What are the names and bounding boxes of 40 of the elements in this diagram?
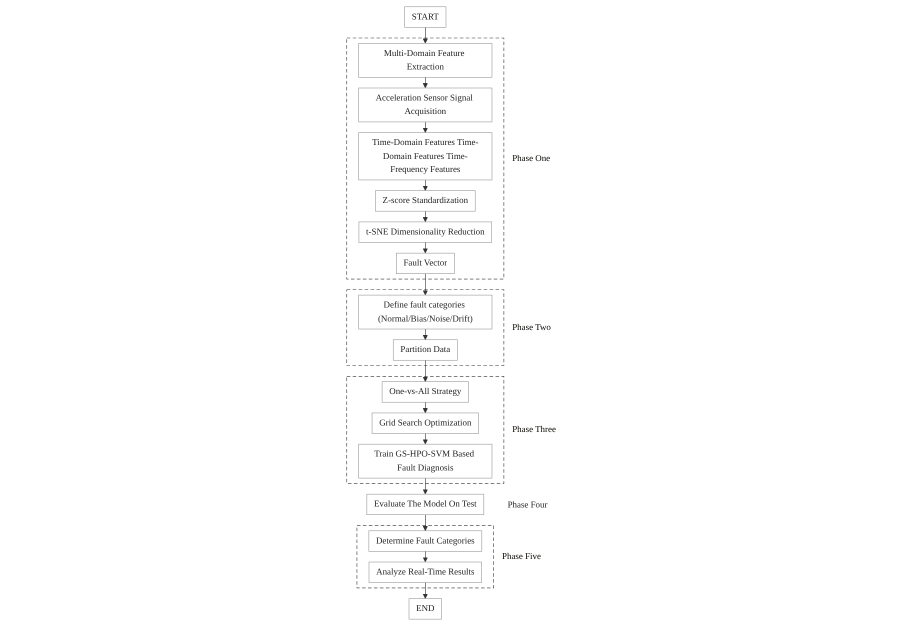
node-box: Define fault categories (Normal/Bias/Noise/Drift) bbox=[358, 294, 492, 330]
cluster bbox=[346, 376, 504, 484]
node-box: Partition Data bbox=[393, 339, 458, 361]
node-box: Acceleration Sensor Signal Acquisition bbox=[358, 88, 492, 122]
node-box: Grid Search Optimization bbox=[372, 412, 480, 434]
arrow bbox=[422, 122, 428, 133]
node-box: t-SNE Dimensionality Reduction bbox=[358, 222, 492, 243]
node-label: Phase Three bbox=[512, 425, 556, 435]
arrow bbox=[422, 402, 428, 414]
arrow bbox=[422, 433, 428, 444]
arrow bbox=[422, 514, 428, 532]
arrow bbox=[422, 27, 428, 44]
arrow bbox=[422, 210, 428, 222]
cluster bbox=[356, 525, 494, 588]
node-box: Train GS-HPO-SVM Based Fault Diagnosis bbox=[358, 444, 492, 478]
node-box: START bbox=[404, 6, 446, 28]
cluster bbox=[346, 38, 504, 280]
node-box: Time-Domain Features Time-Domain Features Time-Frequency Features bbox=[358, 132, 492, 180]
node-box: Evaluate The Model On Test bbox=[366, 494, 484, 516]
arrow bbox=[422, 360, 428, 382]
node-box: Determine Fault Categories bbox=[368, 530, 482, 552]
node-box: Analyze Real-Time Results bbox=[368, 562, 482, 583]
node-box: Fault Vector bbox=[396, 252, 455, 274]
arrow bbox=[422, 582, 428, 599]
node-label: Phase One bbox=[512, 154, 550, 164]
node-label: Phase Two bbox=[512, 322, 552, 332]
node-box: END bbox=[408, 598, 442, 620]
node-box: Z-score Standardization bbox=[375, 190, 476, 212]
arrow bbox=[422, 273, 428, 296]
arrow bbox=[422, 77, 428, 88]
node-box: Multi-Domain Feature Extraction bbox=[358, 43, 492, 78]
arrow bbox=[422, 551, 428, 562]
arrow bbox=[422, 242, 428, 254]
node-box: One-vs-All Strategy bbox=[382, 381, 469, 403]
arrow bbox=[422, 180, 428, 191]
arrow bbox=[422, 478, 428, 494]
node-label: Phase Four bbox=[508, 499, 548, 510]
arrow bbox=[422, 328, 428, 340]
node-label: Phase Five bbox=[502, 552, 542, 562]
cluster bbox=[346, 289, 504, 366]
